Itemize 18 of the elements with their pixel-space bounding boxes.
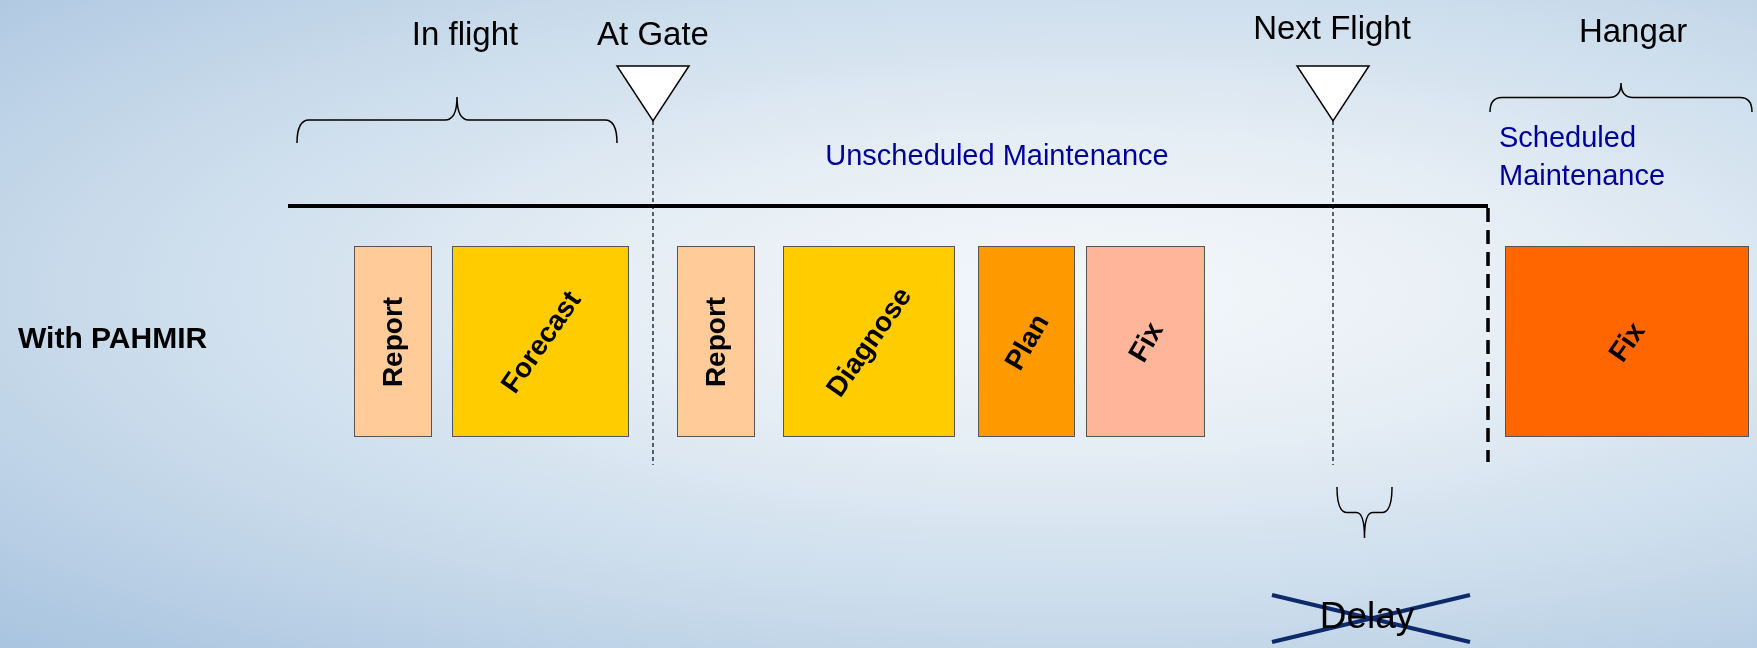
step-label: Report — [377, 296, 409, 387]
process-box — [677, 246, 755, 437]
maintenance-label: Scheduled Maintenance — [1499, 120, 1667, 193]
row-label: With PAHMIR — [18, 321, 208, 355]
phase-label: At Gate — [597, 15, 709, 53]
process-box — [783, 246, 955, 437]
phase-label: Next Flight — [1253, 9, 1411, 47]
process-box — [354, 246, 432, 437]
phase-label: In flight — [411, 15, 519, 53]
step-label: Report — [700, 296, 732, 387]
process-box — [1086, 246, 1205, 437]
phase-label: Hangar — [1578, 12, 1688, 50]
process-box — [452, 246, 629, 437]
step-label: Fix — [1602, 315, 1652, 368]
process-box — [1505, 246, 1749, 437]
process-box — [978, 246, 1075, 437]
maintenance-label: Unscheduled Maintenance — [825, 138, 1169, 172]
step-label: Fix — [1121, 316, 1170, 367]
